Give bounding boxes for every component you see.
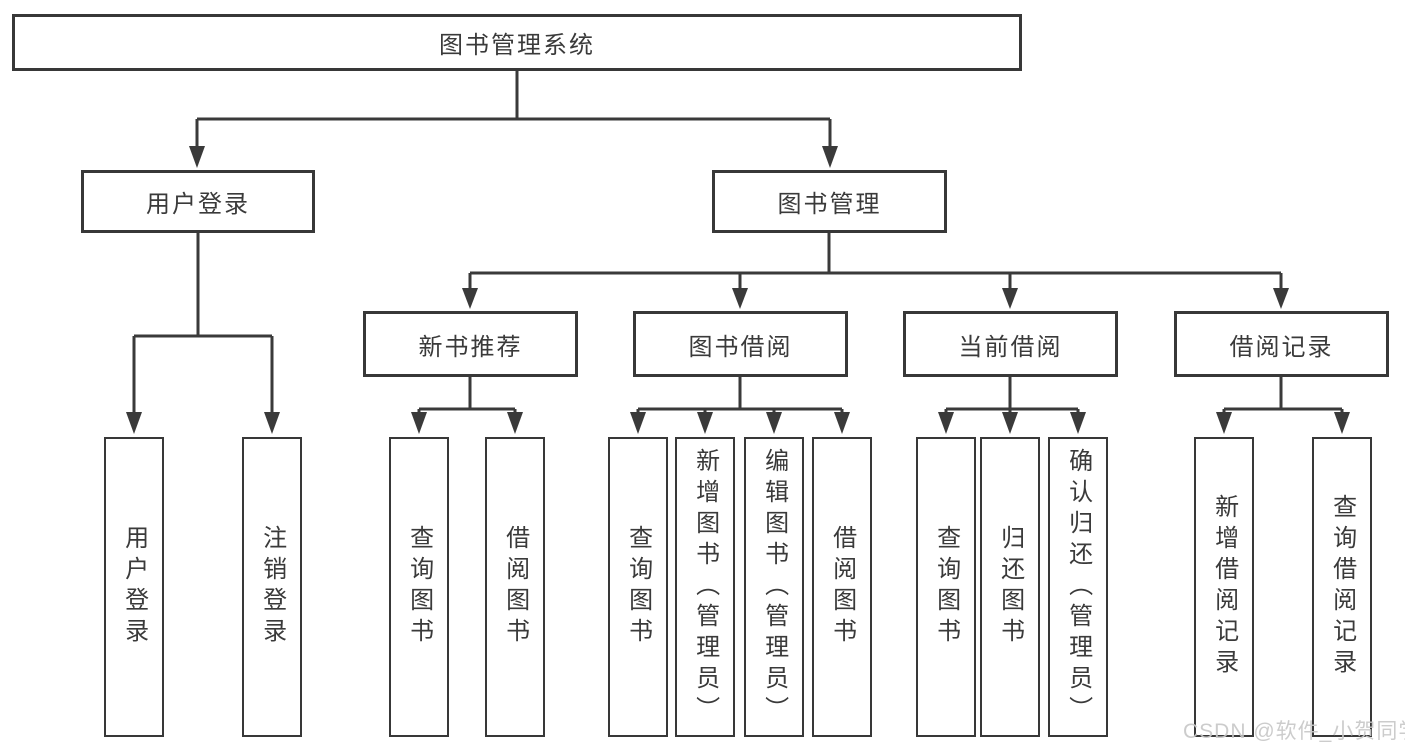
connector-borrow-rec-children xyxy=(1222,377,1344,414)
csdn-watermark: CSDN @软件_小贺同学 xyxy=(1183,720,1405,743)
arrowheads-book-borrow-children xyxy=(630,412,850,434)
arrowheads-new-book-children xyxy=(411,412,523,434)
arrowheads-level1 xyxy=(189,146,838,168)
connector-root-to-level1 xyxy=(195,71,832,149)
node-user-login: 用户登录 xyxy=(81,170,315,233)
leaf-return-books: 归还图书 xyxy=(980,437,1040,737)
leaf-logout: 注销登录 xyxy=(242,437,302,737)
connector-book-mgmt-children xyxy=(468,233,1283,290)
leaf-query-borrow-record: 查询借阅记录 xyxy=(1312,437,1372,737)
connector-book-borrow-children xyxy=(636,377,844,414)
leaf-query-books-under-borrowing: 查询图书 xyxy=(608,437,668,737)
leaf-borrow-books-under-recommend: 借阅图书 xyxy=(485,437,545,737)
node-root-library-system: 图书管理系统 xyxy=(12,14,1022,71)
connector-new-book-children xyxy=(417,377,517,414)
arrowheads-user-login-children xyxy=(126,412,280,434)
node-new-book-recommend: 新书推荐 xyxy=(363,311,578,377)
leaf-confirm-return-admin: 确认归还（管理员） xyxy=(1048,437,1108,737)
connector-cur-borrow-children xyxy=(944,377,1080,414)
leaf-add-borrow-record: 新增借阅记录 xyxy=(1194,437,1254,737)
leaf-user-login: 用户登录 xyxy=(104,437,164,737)
arrowheads-borrow-rec-children xyxy=(1216,412,1350,434)
connector-user-login-children xyxy=(132,233,274,413)
node-current-borrowing: 当前借阅 xyxy=(903,311,1118,377)
leaf-add-books-admin: 新增图书（管理员） xyxy=(675,437,735,737)
arrowheads-book-mgmt-children xyxy=(462,288,1289,309)
leaf-edit-books-admin: 编辑图书（管理员） xyxy=(744,437,804,737)
node-book-borrowing: 图书借阅 xyxy=(633,311,848,377)
leaf-query-books-under-recommend: 查询图书 xyxy=(389,437,449,737)
leaf-borrow-books-under-borrowing: 借阅图书 xyxy=(812,437,872,737)
node-book-management: 图书管理 xyxy=(712,170,947,233)
node-borrowing-records: 借阅记录 xyxy=(1174,311,1389,377)
arrowheads-cur-borrow-children xyxy=(938,412,1086,434)
leaf-query-books-under-current: 查询图书 xyxy=(916,437,976,737)
